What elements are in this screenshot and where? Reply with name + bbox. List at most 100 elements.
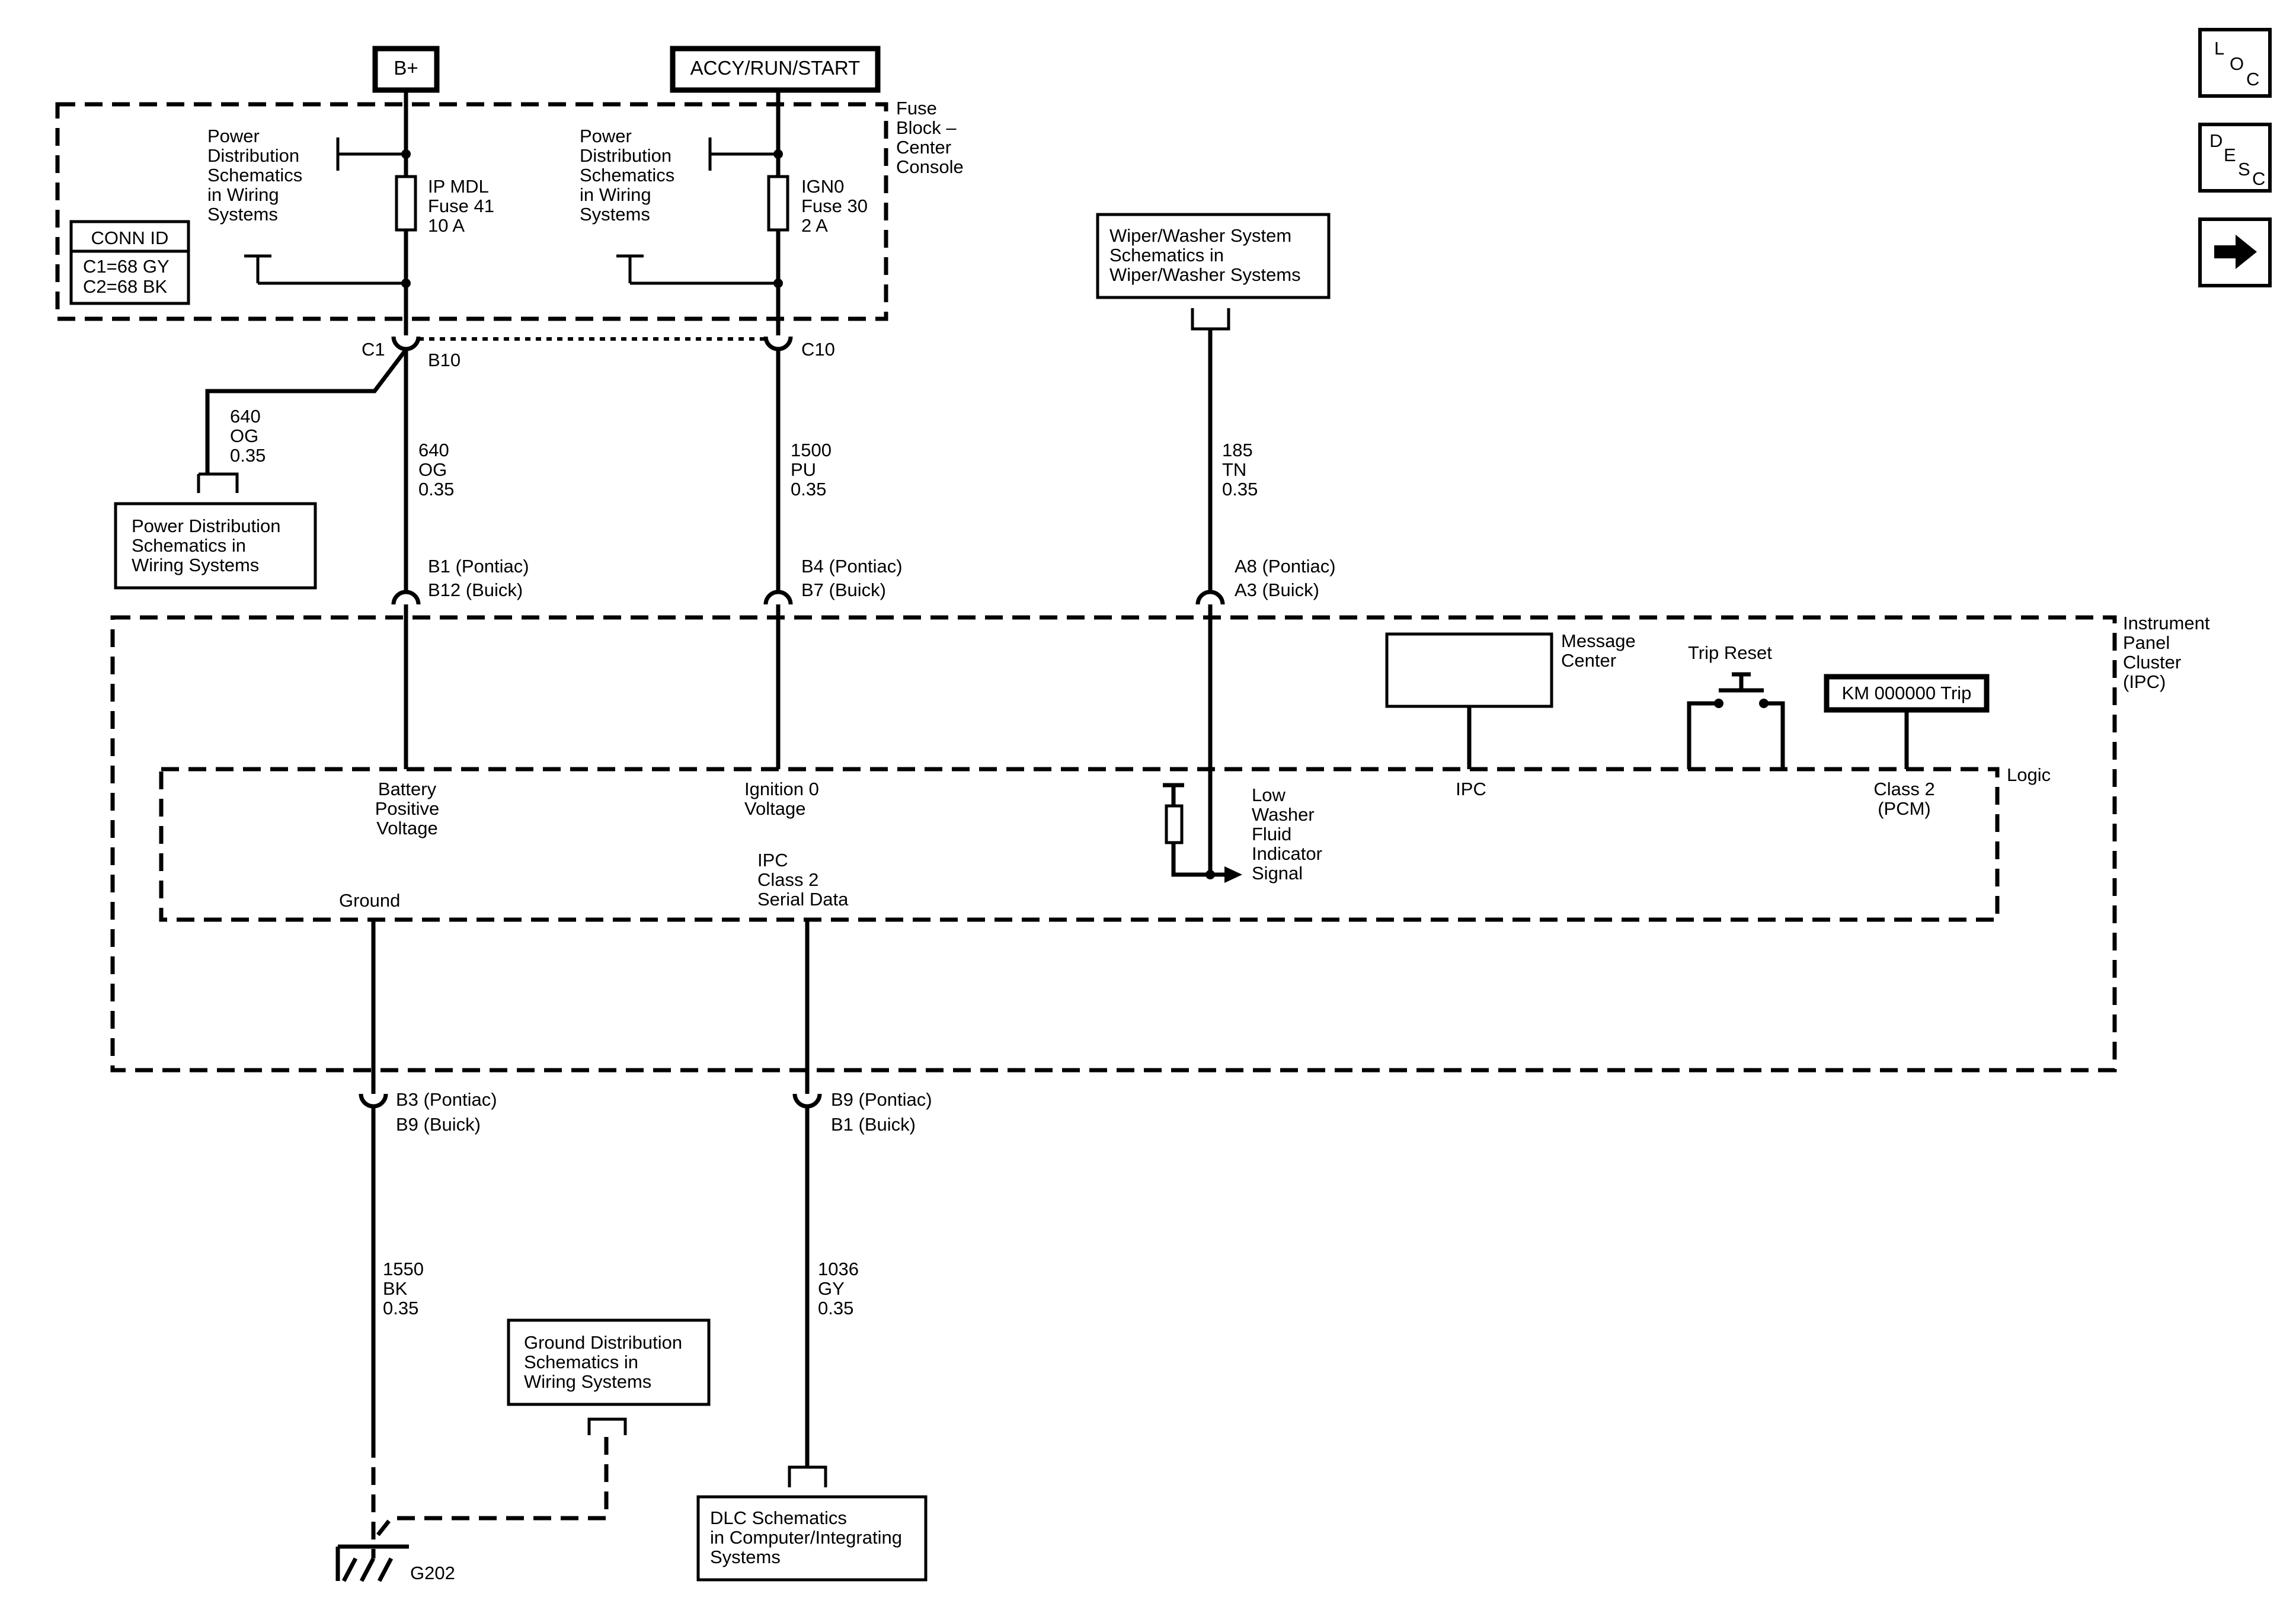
svg-text:640: 640 bbox=[230, 406, 261, 427]
svg-text:C2=68 BK: C2=68 BK bbox=[83, 276, 168, 297]
svg-text:Distribution: Distribution bbox=[580, 145, 671, 166]
fuse-circuit-left bbox=[244, 90, 417, 335]
fuse-circuit-right bbox=[616, 90, 789, 335]
svg-text:(PCM): (PCM) bbox=[1878, 798, 1931, 819]
svg-text:Panel: Panel bbox=[2123, 632, 2170, 653]
class2-pcm-label: Class 2 (PCM) bbox=[1873, 779, 1934, 819]
svg-text:A3 (Buick): A3 (Buick) bbox=[1235, 580, 1319, 600]
svg-text:Power: Power bbox=[580, 126, 632, 146]
svg-text:TN: TN bbox=[1222, 459, 1246, 480]
fuse-block-boundary bbox=[55, 102, 888, 321]
svg-text:Power: Power bbox=[207, 126, 260, 146]
connector-b1-b12-label: B1 (Pontiac) B12 (Buick) bbox=[428, 556, 529, 600]
svg-text:Ignition 0: Ignition 0 bbox=[744, 779, 819, 799]
message-center-box bbox=[1385, 632, 1553, 769]
low-washer-fluid-signal-label: Low Washer Fluid Indicator Signal bbox=[1252, 785, 1322, 884]
svg-text:Systems: Systems bbox=[710, 1547, 781, 1567]
svg-text:B9 (Pontiac): B9 (Pontiac) bbox=[831, 1089, 932, 1110]
svg-text:Ground Distribution: Ground Distribution bbox=[524, 1332, 682, 1353]
svg-text:Schematics in: Schematics in bbox=[1109, 245, 1224, 265]
svg-text:Signal: Signal bbox=[1252, 863, 1303, 884]
conn-id-box: CONN ID C1=68 GY C2=68 BK bbox=[69, 220, 190, 305]
connector-a8-a3-label: A8 (Pontiac) A3 (Buick) bbox=[1235, 556, 1336, 600]
svg-text:2 A: 2 A bbox=[801, 215, 828, 236]
svg-text:C: C bbox=[2246, 69, 2259, 89]
svg-text:Fuse 41: Fuse 41 bbox=[428, 196, 494, 216]
svg-text:Wiring Systems: Wiring Systems bbox=[524, 1371, 651, 1392]
svg-text:Schematics: Schematics bbox=[580, 165, 674, 185]
ground-g202-symbol bbox=[335, 1544, 409, 1582]
svg-text:Class 2: Class 2 bbox=[757, 869, 818, 890]
power-dist-ref-left: Power Distribution Schematics in Wiring … bbox=[207, 126, 302, 225]
svg-text:in Wiring: in Wiring bbox=[580, 184, 651, 205]
wire-1036-label: 1036 GY 0.35 bbox=[818, 1259, 859, 1318]
svg-text:1036: 1036 bbox=[818, 1259, 859, 1279]
svg-text:Positive: Positive bbox=[375, 798, 440, 819]
svg-text:in Computer/Integrating: in Computer/Integrating bbox=[710, 1527, 902, 1548]
svg-text:D: D bbox=[2209, 130, 2223, 151]
loc-button[interactable]: L O C bbox=[2198, 28, 2272, 98]
svg-text:Low: Low bbox=[1252, 785, 1285, 805]
svg-text:Wiper/Washer System: Wiper/Washer System bbox=[1109, 225, 1291, 246]
bplus-source-label: B+ bbox=[394, 57, 418, 79]
svg-text:10 A: 10 A bbox=[428, 215, 465, 236]
svg-text:185: 185 bbox=[1222, 440, 1253, 460]
svg-text:Console: Console bbox=[896, 156, 964, 177]
ipc-class2-serial-data-label: IPC Class 2 Serial Data bbox=[757, 850, 849, 910]
fuse-block-title: Fuse Block – Center Console bbox=[896, 98, 964, 177]
svg-text:OG: OG bbox=[230, 425, 258, 446]
svg-text:B1 (Pontiac): B1 (Pontiac) bbox=[428, 556, 529, 577]
ground-dist-ref-box: Ground Distribution Schematics in Wiring… bbox=[507, 1318, 711, 1406]
svg-text:Battery: Battery bbox=[378, 779, 437, 799]
svg-text:CONN ID: CONN ID bbox=[91, 228, 169, 248]
ground-g202-label: G202 bbox=[410, 1563, 455, 1583]
wire-1500-label: 1500 PU 0.35 bbox=[791, 440, 832, 500]
svg-text:Serial Data: Serial Data bbox=[757, 889, 849, 910]
dlc-connector bbox=[788, 1465, 827, 1487]
svg-text:Distribution: Distribution bbox=[207, 145, 299, 166]
trip-reset-switch bbox=[1687, 672, 1785, 769]
low-washer-pullup bbox=[1163, 783, 1242, 883]
accy-source-label: ACCY/RUN/START bbox=[690, 57, 861, 79]
svg-text:0.35: 0.35 bbox=[383, 1298, 418, 1318]
svg-text:Cluster: Cluster bbox=[2123, 652, 2181, 673]
accy-source-box bbox=[670, 46, 881, 93]
svg-text:IGN0: IGN0 bbox=[801, 176, 844, 197]
svg-text:1500: 1500 bbox=[791, 440, 832, 460]
connector-c10-label: C10 bbox=[801, 339, 835, 360]
svg-text:IP MDL: IP MDL bbox=[428, 176, 489, 197]
svg-text:C1=68 GY: C1=68 GY bbox=[83, 256, 170, 277]
svg-text:Class 2: Class 2 bbox=[1873, 779, 1934, 799]
svg-text:Wiring Systems: Wiring Systems bbox=[132, 555, 259, 575]
svg-text:0.35: 0.35 bbox=[1222, 479, 1258, 500]
power-dist-ref-right: Power Distribution Schematics in Wiring … bbox=[580, 126, 674, 225]
svg-text:IPC: IPC bbox=[757, 850, 788, 870]
connector-b1-b12 bbox=[391, 590, 421, 605]
fuse-41-label: IP MDL Fuse 41 10 A bbox=[428, 176, 494, 236]
desc-button[interactable]: D E S C bbox=[2198, 123, 2272, 193]
next-button[interactable] bbox=[2198, 217, 2272, 287]
dlc-ref-box: DLC Schematics in Computer/Integrating S… bbox=[696, 1495, 928, 1582]
svg-text:0.35: 0.35 bbox=[791, 479, 826, 500]
svg-text:B1 (Buick): B1 (Buick) bbox=[831, 1114, 916, 1135]
wire-640-label: 640 OG 0.35 bbox=[418, 440, 454, 500]
svg-text:Wiper/Washer Systems: Wiper/Washer Systems bbox=[1109, 264, 1301, 285]
wiper-washer-ref-box: Wiper/Washer System Schematics in Wiper/… bbox=[1096, 213, 1331, 299]
connector-b4-b7 bbox=[763, 590, 793, 605]
svg-text:Schematics in: Schematics in bbox=[524, 1352, 638, 1372]
svg-text:KM 000000 Trip: KM 000000 Trip bbox=[1842, 683, 1972, 703]
ground-dist-connector bbox=[372, 1417, 627, 1542]
svg-text:B7 (Buick): B7 (Buick) bbox=[801, 580, 886, 600]
svg-text:Voltage: Voltage bbox=[376, 818, 437, 838]
svg-text:Schematics in: Schematics in bbox=[132, 535, 246, 556]
svg-text:B3 (Pontiac): B3 (Pontiac) bbox=[396, 1089, 497, 1110]
connector-b3-b9 bbox=[359, 1093, 388, 1109]
svg-text:Fluid: Fluid bbox=[1252, 824, 1291, 844]
svg-text:(IPC): (IPC) bbox=[2123, 671, 2166, 692]
trip-reset-label: Trip Reset bbox=[1688, 642, 1772, 663]
svg-text:Message: Message bbox=[1561, 630, 1636, 651]
svg-text:B12 (Buick): B12 (Buick) bbox=[428, 580, 523, 600]
connector-c1-b10 bbox=[391, 336, 766, 351]
svg-text:Fuse 30: Fuse 30 bbox=[801, 196, 868, 216]
